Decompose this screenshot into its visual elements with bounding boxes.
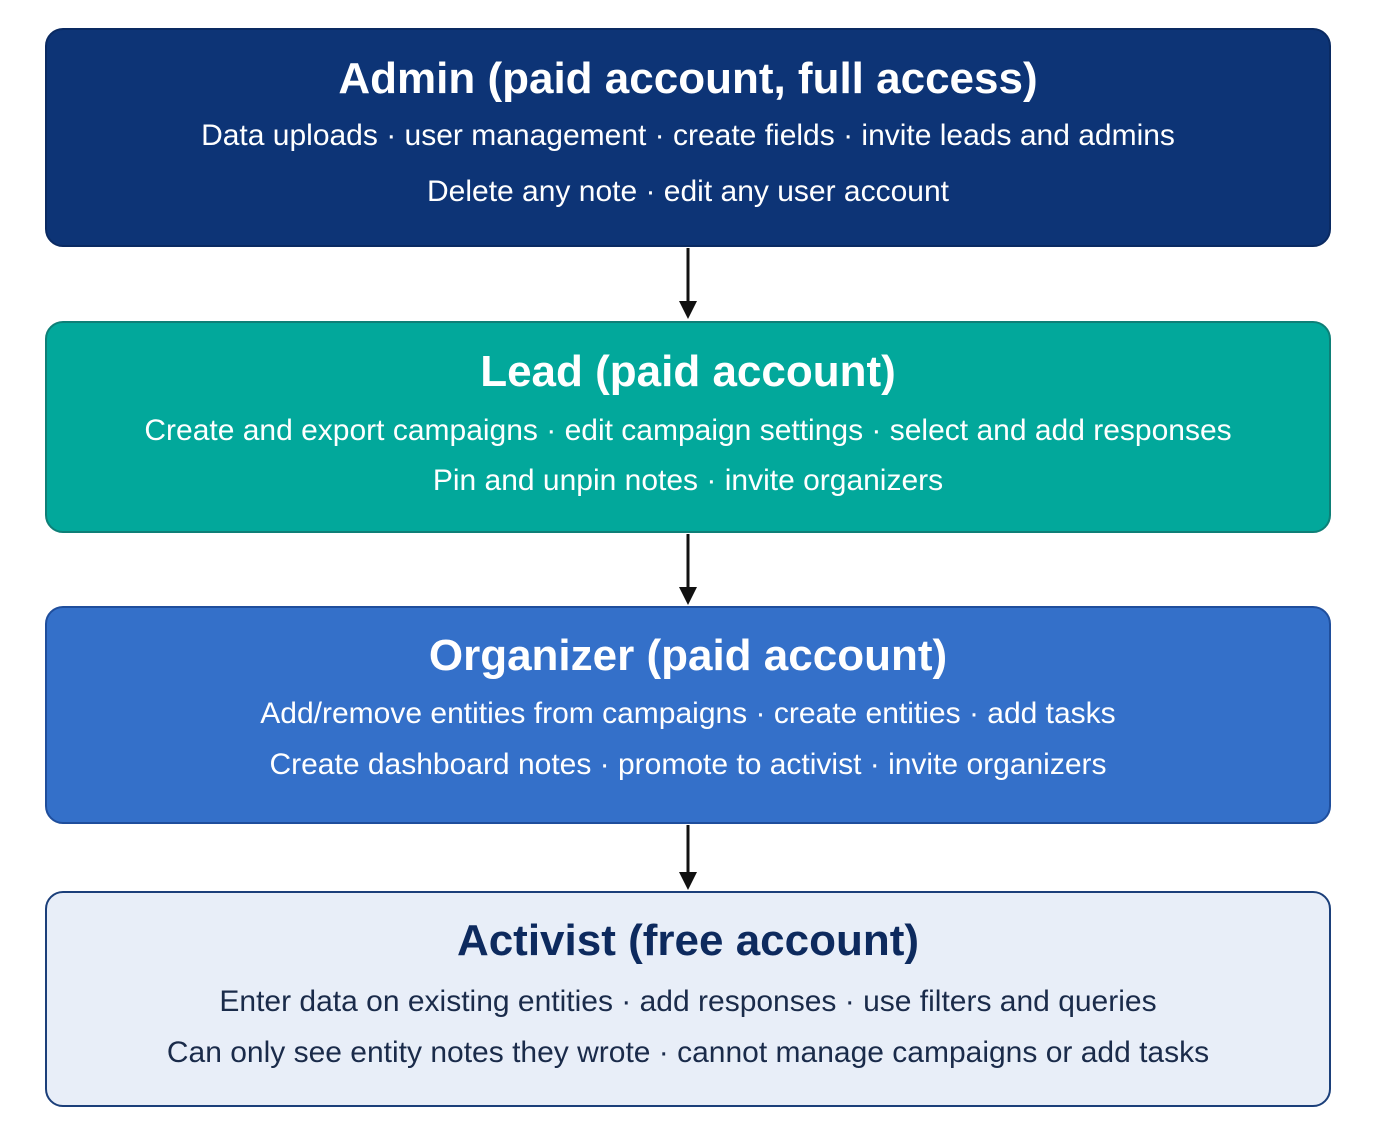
admin-tier-title: Admin (paid account, full access) (338, 54, 1038, 103)
arrow-lead-to-organizer (677, 534, 699, 606)
lead-permissions-line-2: Pin and unpin notes · invite organizers (432, 464, 944, 497)
lead-tier-box: Lead (paid account) Create and export ca… (45, 321, 1331, 533)
admin-permissions-line-2: Delete any note · edit any user account (427, 175, 949, 208)
admin-permissions-line-1: Data uploads · user management · create … (201, 119, 1175, 152)
arrow-admin-to-lead (677, 248, 699, 320)
activist-permissions-line-2: Can only see entity notes they wrote · c… (166, 1036, 1210, 1069)
lead-permissions-line-1: Create and export campaigns · edit campa… (144, 414, 1232, 447)
arrow-organizer-to-activist (677, 825, 699, 891)
organizer-permissions-line-2: Create dashboard notes · promote to acti… (269, 748, 1107, 781)
activist-permissions-line-1: Enter data on existing entities · add re… (219, 985, 1157, 1018)
organizer-tier-title: Organizer (paid account) (428, 631, 948, 680)
activist-tier-title: Activist (free account) (456, 916, 920, 965)
organizer-tier-box: Organizer (paid account) Add/remove enti… (45, 606, 1331, 824)
organizer-permissions-line-1: Add/remove entities from campaigns · cre… (260, 697, 1116, 730)
lead-tier-title: Lead (paid account) (480, 347, 896, 396)
activist-tier-box: Activist (free account) Enter data on ex… (45, 891, 1331, 1107)
admin-tier-box: Admin (paid account, full access) Data u… (45, 28, 1331, 247)
